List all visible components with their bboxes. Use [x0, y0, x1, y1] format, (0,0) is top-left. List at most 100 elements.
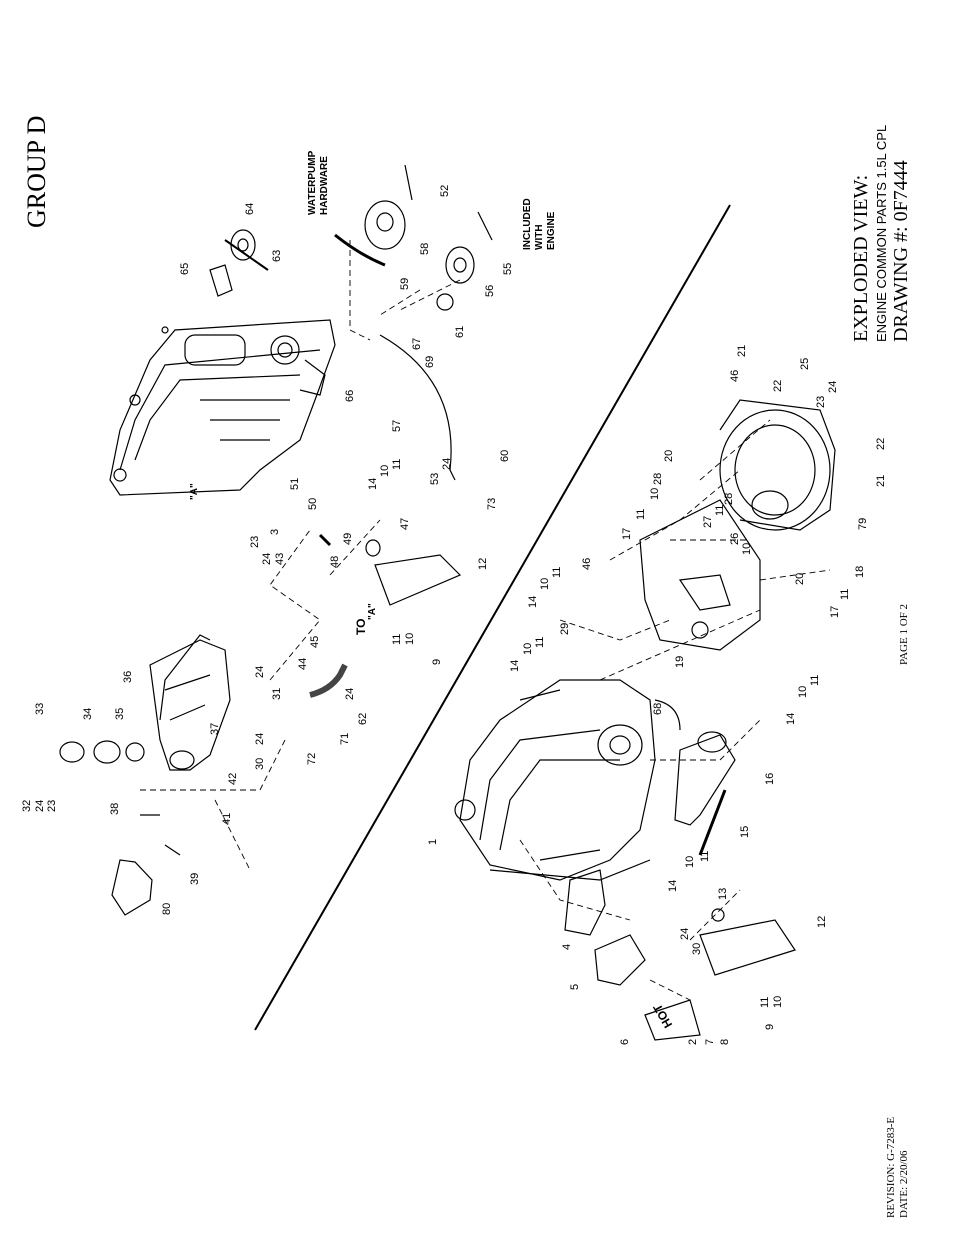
part-callout-39: 39: [189, 872, 201, 885]
part-callout-63: 63: [271, 249, 283, 262]
part-callout-22a: 22: [875, 437, 887, 450]
part-callout-58: 58: [419, 242, 431, 255]
part-callout-33: 33: [34, 702, 46, 715]
view-title: EXPLODED VIEW:: [850, 174, 872, 342]
part-callout-24f: 24: [441, 457, 453, 470]
part-callout-11j: 11: [839, 588, 851, 600]
part-callout-59: 59: [399, 277, 411, 290]
cylinder-head-assembly: [109, 319, 336, 496]
part-callout-79: 79: [857, 517, 869, 530]
group-title: GROUP D: [22, 115, 51, 228]
part-callout-6: 6: [619, 1038, 631, 1045]
waterpump-note-line1: WATERPUMP: [307, 150, 318, 215]
page-indicator: PAGE 1 OF 2: [898, 603, 910, 665]
part-callout-14d: 14: [527, 595, 539, 608]
part-callout-67: 67: [411, 337, 423, 350]
part-callout-25: 25: [799, 357, 811, 370]
part-callout-37: 37: [209, 722, 221, 735]
part-callout-2: 2: [687, 1038, 699, 1045]
starter-motor: [654, 699, 736, 856]
part-callout-38: 38: [109, 802, 121, 815]
part-callout-11b: 11: [391, 458, 403, 470]
part-callout-31: 31: [271, 687, 283, 700]
part-callout-9a: 9: [431, 658, 443, 665]
part-callout-11f: 11: [551, 566, 563, 578]
part-callout-61: 61: [454, 325, 466, 338]
waterpump-note-line2: HARDWARE: [319, 156, 330, 215]
part-callout-21b: 21: [736, 344, 748, 357]
part-callout-24d: 24: [344, 687, 356, 700]
dashed-leader-lines: [140, 240, 831, 1001]
part-callout-10c: 10: [772, 995, 784, 1008]
upper-bracket-hoses: [309, 334, 462, 698]
part-callout-5: 5: [569, 983, 581, 990]
part-callout-11h: 11: [635, 508, 647, 520]
part-callout-62: 62: [357, 712, 369, 725]
part-callout-13: 13: [717, 887, 729, 900]
part-callout-19: 19: [674, 655, 686, 668]
part-callout-47: 47: [399, 517, 411, 530]
part-callout-17a: 17: [621, 527, 633, 540]
part-callout-24h: 24: [827, 380, 839, 393]
part-callout-7: 7: [704, 1038, 716, 1045]
part-callout-3: 3: [269, 528, 281, 535]
part-callout-64: 64: [244, 202, 256, 215]
bellhousing: [719, 399, 836, 531]
part-callout-36: 36: [122, 670, 134, 683]
part-callout-16: 16: [764, 772, 776, 785]
part-callout-52: 52: [439, 184, 451, 197]
part-callout-14c: 14: [509, 659, 521, 672]
part-callout-50: 50: [307, 497, 319, 510]
lower-exhaust-bracket: [564, 869, 796, 1041]
drawing-number: DRAWING #: 0F7444: [890, 160, 912, 342]
adapter-plate: [639, 499, 761, 651]
part-callout-42: 42: [227, 772, 239, 785]
part-callout-22b: 22: [772, 379, 784, 392]
part-callout-41: 41: [221, 812, 233, 825]
part-callout-43: 43: [274, 552, 286, 565]
part-callout-24b: 24: [254, 732, 266, 745]
section-divider-line: [254, 204, 731, 1031]
part-callout-56: 56: [484, 284, 496, 297]
engine-block-assembly: [454, 679, 656, 881]
part-callout-65: 65: [179, 262, 191, 275]
part-callout-8: 8: [719, 1038, 731, 1045]
part-callout-24a: 24: [34, 799, 46, 812]
part-callout-49: 49: [342, 532, 354, 545]
part-callout-14e: 14: [785, 712, 797, 725]
part-callout-24e: 24: [261, 552, 273, 565]
included-note-line2: WITH: [534, 224, 545, 250]
part-callout-32: 32: [21, 799, 33, 812]
part-callout-12b: 12: [816, 915, 828, 928]
part-callout-10g: 10: [797, 685, 809, 698]
part-callout-35: 35: [114, 707, 126, 720]
part-callout-10i: 10: [741, 542, 753, 555]
ref-a-lower: "A": [367, 603, 378, 620]
part-callout-24g: 24: [679, 927, 691, 940]
part-callout-24c: 24: [254, 665, 266, 678]
part-callout-34: 34: [82, 707, 94, 720]
part-callout-60: 60: [499, 449, 511, 462]
revision-label: REVISION: G-7283-E: [885, 1116, 897, 1218]
part-callout-15: 15: [739, 825, 751, 838]
part-callout-1: 1: [427, 838, 439, 845]
part-callout-26: 26: [729, 532, 741, 545]
manifold-assembly: [59, 634, 231, 916]
part-callout-73: 73: [486, 497, 498, 510]
view-subtitle: ENGINE COMMON PARTS 1.5L CPL: [874, 124, 889, 342]
part-callout-9b: 9: [764, 1023, 776, 1030]
part-callout-20a: 20: [663, 449, 675, 462]
part-callout-11e: 11: [534, 636, 546, 648]
part-callout-10d: 10: [684, 855, 696, 868]
part-callout-18: 18: [854, 565, 866, 578]
part-callout-20b: 20: [794, 572, 806, 585]
part-callout-17b: 17: [829, 605, 841, 618]
part-callout-23b: 23: [249, 535, 261, 548]
part-callout-10f: 10: [539, 577, 551, 590]
part-callout-14a: 14: [367, 477, 379, 490]
included-note-line1: INCLUDED: [522, 198, 533, 250]
date-label: DATE: 2/20/06: [898, 1150, 910, 1218]
part-callout-46a: 46: [581, 557, 593, 570]
part-callout-4: 4: [561, 943, 573, 950]
part-callout-14b: 14: [667, 879, 679, 892]
